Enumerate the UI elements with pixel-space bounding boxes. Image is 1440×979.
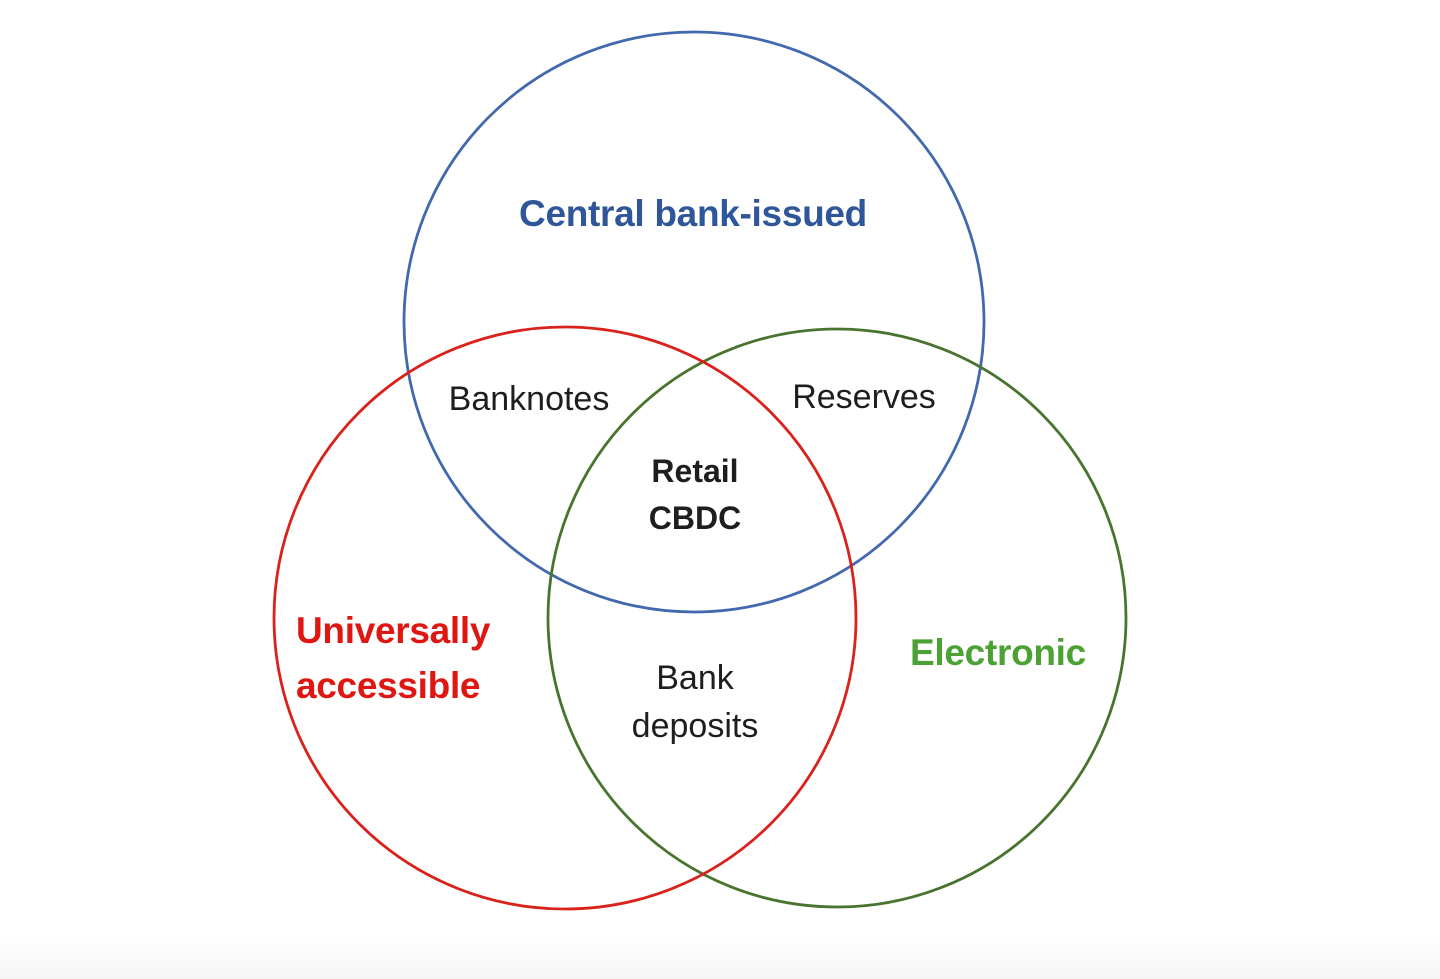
label-universally-accessible-line-2: accessible <box>296 665 481 706</box>
label-electronic: Electronic <box>910 632 1086 673</box>
circle-central-bank-issued <box>402 30 986 614</box>
label-retail-cbdc-line-1: Retail <box>651 453 739 489</box>
label-central-bank-issued: Central bank-issued <box>519 193 867 234</box>
circle-universally-accessible <box>272 325 858 911</box>
label-universally-accessible-line-1: Universally <box>296 610 491 651</box>
label-banknotes: Banknotes <box>448 380 610 418</box>
label-bank-deposits-line-1: Bank <box>656 659 734 697</box>
label-bank-deposits-line-2: deposits <box>631 707 759 745</box>
circle-electronic <box>546 327 1128 909</box>
label-universally-accessible: Universally accessible <box>296 603 490 713</box>
label-retail-cbdc-line-2: CBDC <box>648 500 742 536</box>
label-retail-cbdc: Retail CBDC <box>649 448 741 542</box>
label-reserves: Reserves <box>792 378 936 416</box>
label-bank-deposits: Bank deposits <box>632 654 759 750</box>
